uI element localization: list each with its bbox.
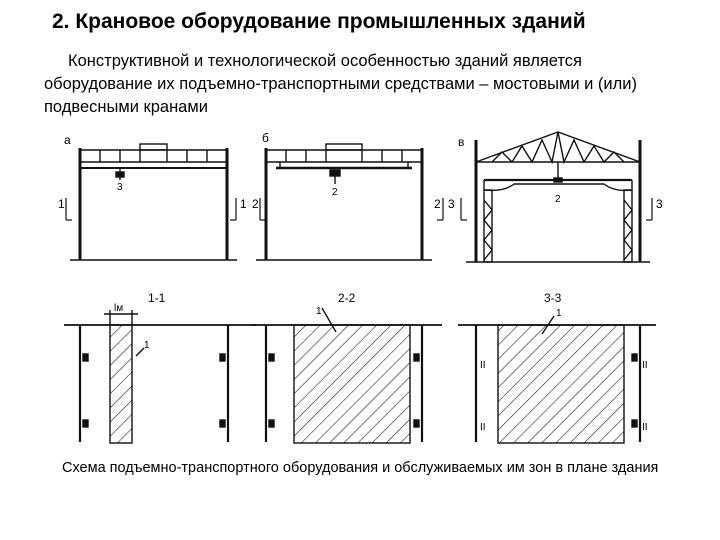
crane-label-a: 3 xyxy=(117,182,123,193)
plan-2-2 xyxy=(252,307,442,444)
roman-mark-left-top: II xyxy=(480,360,486,371)
plan-title-1-1: 1-1 xyxy=(148,291,166,305)
elevation-a xyxy=(70,143,237,261)
page-title: 2. Крановое оборудование промышленных зд… xyxy=(52,10,586,33)
crane-label-b: 2 xyxy=(332,187,338,198)
plan-1-1 xyxy=(64,310,256,444)
plan-2-2-labels: 2-2 1 xyxy=(316,291,356,317)
plan-title-3-3: 3-3 xyxy=(544,291,562,305)
elevation-b-labels: б 2 2 2 xyxy=(252,131,441,211)
plan-title-2-2: 2-2 xyxy=(338,291,356,305)
section-letter-b: б xyxy=(262,131,269,145)
section-mark-2-left: 2 xyxy=(252,197,259,211)
intro-rest: оборудование их подъемно-транспортными с… xyxy=(44,75,637,116)
roman-mark-right-bottom: II xyxy=(642,422,648,433)
crane-label-c: 2 xyxy=(555,194,561,205)
zone-label-2: 1 xyxy=(316,306,322,317)
section-mark-2-right: 2 xyxy=(434,197,441,211)
plan-1-1-labels: 1-1 lм 1 xyxy=(114,291,166,351)
elevation-b xyxy=(256,143,432,261)
elevation-a-labels: а 3 1 1 xyxy=(58,133,247,211)
roman-mark-right-top: II xyxy=(642,360,648,371)
roman-mark-left-bottom: II xyxy=(480,422,486,433)
elevation-c-labels: в 2 3 3 xyxy=(448,135,663,211)
elevation-c xyxy=(466,131,650,263)
section-letter-a: а xyxy=(64,133,71,147)
section-mark-3-left: 3 xyxy=(448,197,455,211)
zone-label-1: 1 xyxy=(144,340,150,351)
section-mark-1-right: 1 xyxy=(240,197,247,211)
intro-paragraph: Конструктивной и технологической особенн… xyxy=(44,50,716,119)
plan-3-3-labels: 3-3 1 II II II II xyxy=(480,291,648,433)
zone-label-3: 1 xyxy=(556,308,562,319)
figure-caption: Схема подъемно-транспортного оборудовани… xyxy=(62,460,659,476)
intro-first-line: Конструктивной и технологической особенн… xyxy=(68,52,582,70)
crane-equipment-drawing: а 3 1 1 б 2 2 2 xyxy=(58,131,663,444)
section-letter-c: в xyxy=(458,135,464,149)
dimension-label: lм xyxy=(114,303,123,314)
plan-3-3 xyxy=(458,315,656,444)
section-mark-1-left: 1 xyxy=(58,197,65,211)
section-mark-3-right: 3 xyxy=(656,197,663,211)
